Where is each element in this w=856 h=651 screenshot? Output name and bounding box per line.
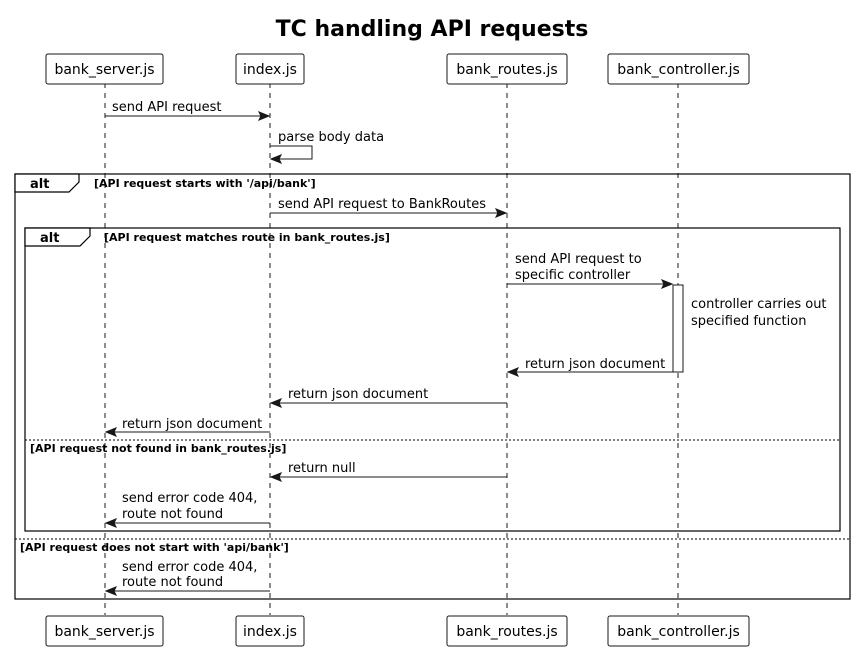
message-label: send API request [112, 100, 222, 115]
message-label-line1: send error code 404, [122, 491, 257, 506]
message-label: return json document [288, 387, 428, 402]
participant-label: index.js [243, 624, 297, 640]
participant-bank-controller-top: bank_controller.js [607, 53, 750, 85]
fragment-else-guard: [API request not found in bank_routes.js… [30, 442, 286, 455]
participant-label: index.js [243, 62, 297, 78]
arrow-head-icon [269, 472, 283, 482]
arrow-head-icon [104, 427, 118, 437]
message-label-line1: send error code 404, [122, 560, 257, 575]
participant-bank-server-top: bank_server.js [45, 53, 164, 85]
participant-bank-routes-top: bank_routes.js [446, 53, 568, 85]
message-return-json-index: return json document [104, 417, 270, 437]
message-return-json-routes: return json document [269, 387, 507, 408]
fragment-guard: [API request starts with '/api/bank'] [94, 177, 316, 190]
arrow-head-icon [494, 208, 508, 218]
outer-alt-fragment: alt [API request starts with '/api/bank'… [14, 173, 851, 600]
participant-label: bank_controller.js [617, 62, 740, 78]
message-label-line2: route not found [122, 507, 223, 522]
inner-alt-fragment: alt [API request matches route in bank_r… [24, 227, 841, 532]
fragment-else-guard: [API request does not start with 'api/ba… [20, 541, 289, 554]
note-line2: specified function [691, 314, 806, 329]
message-label: return json document [525, 357, 665, 372]
message-label-line1: send API request to [515, 252, 642, 267]
fragment-operator: alt [30, 177, 49, 192]
participant-bank-routes-bottom: bank_routes.js [446, 615, 568, 647]
message-return-null: return null [269, 461, 507, 482]
message-parse-body-data: parse body data [269, 130, 384, 164]
fragment-guard: [API request matches route in bank_route… [104, 231, 390, 244]
message-label-line2: route not found [122, 575, 223, 590]
participant-bank-server-bottom: bank_server.js [45, 615, 164, 647]
fragment-operator: alt [40, 231, 59, 246]
participant-index-bottom: index.js [235, 615, 305, 647]
participant-label: bank_routes.js [456, 624, 557, 640]
message-error-404-outer: send error code 404, route not found [104, 560, 270, 596]
activation-bar [672, 284, 684, 373]
outer-else-section: [API request does not start with 'api/ba… [15, 538, 850, 554]
arrow-head-icon [104, 518, 118, 528]
message-label-line2: specific controller [515, 268, 631, 283]
message-label: return json document [122, 417, 262, 432]
note-line1: controller carries out [691, 297, 827, 312]
message-error-404-inner: send error code 404, route not found [104, 491, 270, 528]
participant-bank-controller-bottom: bank_controller.js [607, 615, 750, 647]
participant-label: bank_controller.js [617, 624, 740, 640]
message-label: return null [288, 461, 356, 476]
arrow-head-icon [269, 154, 283, 164]
arrow-head-icon [257, 111, 271, 121]
participant-label: bank_server.js [54, 62, 154, 78]
participant-label: bank_server.js [54, 624, 154, 640]
controller-self-note: controller carries out specified functio… [691, 297, 827, 329]
message-send-to-bankroutes: send API request to BankRoutes [270, 197, 508, 218]
message-label: send API request to BankRoutes [278, 197, 486, 212]
message-send-to-controller: send API request to specific controller [507, 252, 674, 289]
diagram-title: TC handling API requests [276, 17, 589, 42]
message-return-json-controller: return json document [506, 357, 673, 377]
message-send-api-request: send API request [105, 100, 271, 121]
arrow-head-icon [269, 398, 283, 408]
message-label: parse body data [278, 130, 384, 145]
arrow-head-icon [660, 279, 674, 289]
arrow-head-icon [506, 367, 520, 377]
participant-index-top: index.js [235, 53, 305, 85]
arrow-head-icon [104, 586, 118, 596]
participant-label: bank_routes.js [456, 62, 557, 78]
inner-else-section: [API request not found in bank_routes.js… [25, 439, 840, 455]
